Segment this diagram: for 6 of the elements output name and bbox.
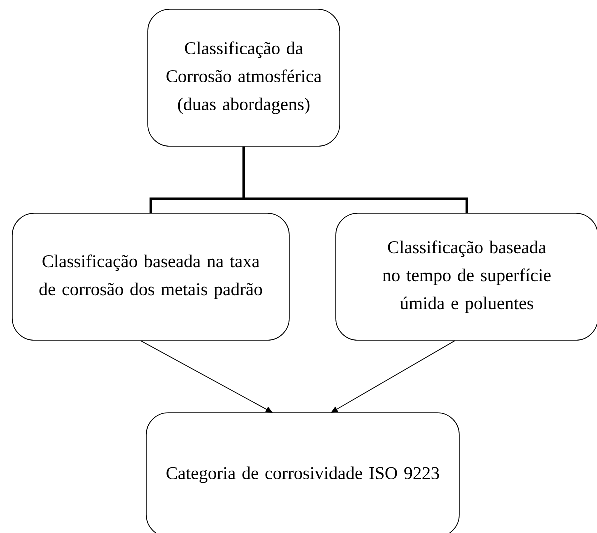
arrow	[331, 340, 456, 413]
process-box: Classificação da Corrosão atmosférica (duas abordagens)	[148, 9, 340, 147]
connector-line	[242, 146, 468, 214]
process-box: Classificação baseada na taxa de corrosão dos metais padrão	[12, 213, 290, 341]
process-box: Classificação baseada no tempo de superfície úmida e poluentes	[336, 213, 597, 341]
process-box: Categoria de corrosividade ISO 9223	[146, 412, 460, 533]
